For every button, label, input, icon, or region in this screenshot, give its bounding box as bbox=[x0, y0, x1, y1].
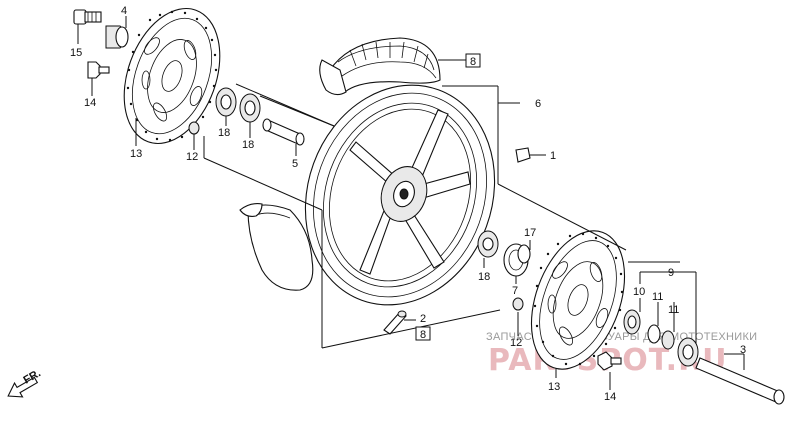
callout-12-left: 12 bbox=[186, 151, 198, 163]
wheel-rim bbox=[304, 84, 496, 306]
callout-9: 9 bbox=[668, 267, 674, 279]
seal-11b bbox=[661, 330, 675, 350]
callout-12-right: 12 bbox=[510, 337, 522, 349]
nut-12-right bbox=[512, 297, 524, 311]
arrow-left-icon bbox=[7, 376, 39, 398]
callout-15: 15 bbox=[70, 47, 82, 59]
spacer-4 bbox=[105, 25, 129, 49]
tube bbox=[239, 203, 314, 291]
callout-7: 7 bbox=[512, 285, 518, 297]
seal-11a bbox=[647, 324, 661, 344]
callout-18-right: 18 bbox=[478, 271, 490, 283]
axle-3 bbox=[695, 357, 785, 405]
nut-12-left bbox=[188, 121, 200, 135]
callout-11a: 11 bbox=[652, 291, 663, 303]
callout-4: 4 bbox=[121, 5, 127, 17]
callout-10: 10 bbox=[633, 286, 645, 298]
brake-disc-left bbox=[123, 7, 221, 145]
front-direction-indicator: FR. bbox=[7, 367, 43, 398]
callout-13-left: 13 bbox=[130, 148, 142, 160]
valve-2 bbox=[383, 310, 407, 335]
leader-lines bbox=[77, 16, 745, 390]
clip-1 bbox=[515, 147, 531, 163]
bearing-18-left bbox=[215, 87, 237, 117]
callout-14-right: 14 bbox=[604, 391, 616, 403]
callout-14-left: 14 bbox=[84, 97, 96, 109]
callout-5: 5 bbox=[292, 158, 298, 170]
distance-collar-5 bbox=[262, 118, 305, 146]
callout-2: 2 bbox=[420, 313, 426, 325]
bearing-10 bbox=[623, 309, 641, 335]
brake-disc-right bbox=[530, 230, 626, 370]
bolt-15 bbox=[73, 9, 102, 25]
callout-17: 17 bbox=[524, 227, 536, 239]
front-label: FR. bbox=[22, 367, 43, 386]
side-collar-9 bbox=[677, 337, 699, 367]
tire bbox=[319, 37, 441, 96]
callouts: 4 15 14 13 12 18 18 5 8 6 1 17 18 7 9 10… bbox=[70, 5, 746, 403]
callout-8-top-box bbox=[465, 53, 481, 68]
callout-8-bottom: 8 bbox=[420, 329, 426, 341]
callout-3: 3 bbox=[740, 344, 746, 356]
watermark-text: ЗАПЧАСТИ И АКСЕССУАРЫ ДЛЯ МОТОТЕХНИКИ bbox=[486, 331, 757, 343]
bolt-14-right bbox=[597, 351, 622, 371]
bolt-14-left bbox=[87, 61, 110, 79]
callout-13-right: 13 bbox=[548, 381, 560, 393]
callout-11b: 11 bbox=[668, 304, 679, 316]
callout-6: 6 bbox=[535, 98, 541, 110]
callout-1: 1 bbox=[550, 150, 556, 162]
retainer-17 bbox=[517, 244, 531, 264]
callout-8-bottom-box bbox=[415, 326, 431, 341]
callout-18-mid: 18 bbox=[242, 139, 254, 151]
callout-18-left: 18 bbox=[218, 127, 230, 139]
bearing-18-right bbox=[477, 230, 499, 258]
callout-8-top: 8 bbox=[470, 56, 476, 68]
bearing-18-mid bbox=[239, 93, 261, 123]
